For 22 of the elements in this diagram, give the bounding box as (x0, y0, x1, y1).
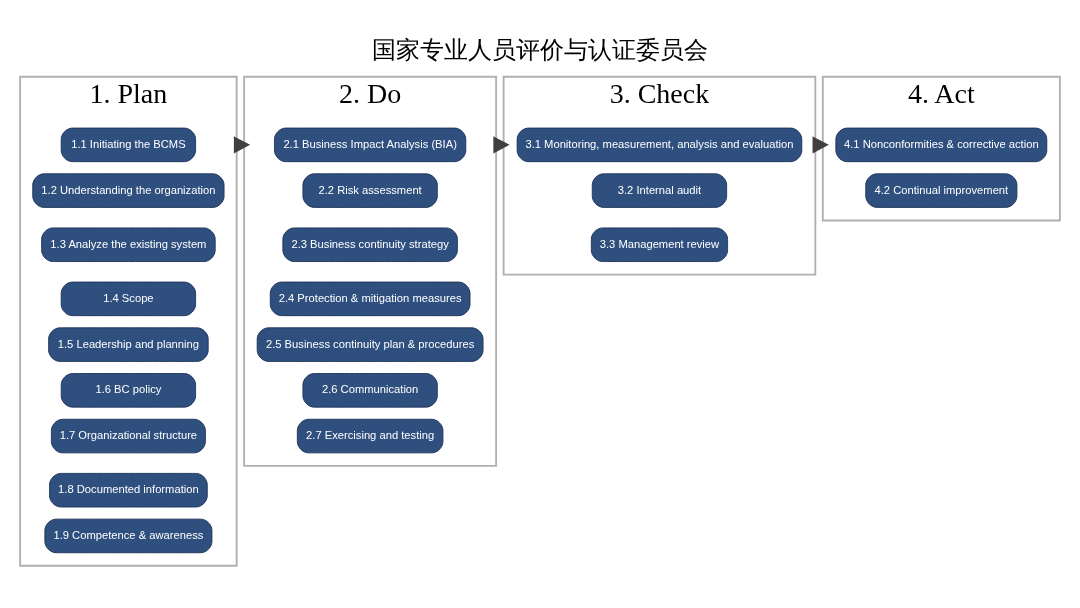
node-box: 1.5 Leadership and planning (48, 327, 209, 362)
node-box: 2.3 Business continuity strategy (282, 227, 458, 262)
node-box: 1.7 Organizational structure (50, 418, 206, 454)
node-box: 2.5 Business continuity plan & procedures (256, 327, 484, 362)
node-box: 1.3 Analyze the existing system (41, 227, 216, 262)
node-box: 1.8 Documented information (49, 472, 208, 508)
node-box: 3.1 Monitoring, measurement, analysis and evaluation (516, 127, 803, 163)
node-box: 1.6 BC policy (60, 373, 197, 408)
node-box: 2.1 Business Impact Analysis (BIA) (274, 127, 467, 163)
node-box: 1.2 Understanding the organization (32, 173, 225, 208)
node-box: 2.7 Exercising and testing (296, 418, 444, 454)
node-box: 2.4 Protection & mitigation measures (269, 281, 471, 317)
node-box: 2.2 Risk assessment (302, 173, 438, 208)
node-box: 1.1 Initiating the BCMS (60, 127, 197, 163)
node-box: 4.2 Continual improvement (865, 173, 1018, 208)
node-box: 3.2 Internal audit (591, 173, 728, 208)
node-box: 1.9 Competence & awareness (44, 518, 213, 554)
diagram-title: 国家专业人员评价与认证委员会 (372, 35, 708, 63)
node-box: 1.4 Scope (60, 281, 197, 317)
node-box: 3.3 Management review (590, 227, 729, 262)
node-box: 2.6 Communication (302, 373, 438, 408)
node-box: 4.1 Nonconformities & corrective action (835, 127, 1048, 163)
